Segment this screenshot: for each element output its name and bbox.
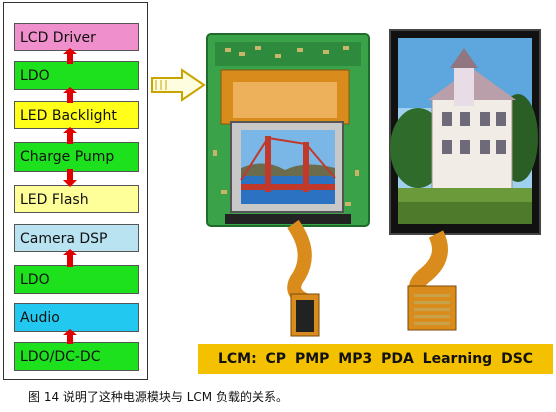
hollow-right-arrow xyxy=(151,68,206,102)
figure-caption: 图 14 说明了这种电源模块与 LCM 负载的关系。 xyxy=(28,390,288,404)
block-ldo-1: LDO xyxy=(14,61,139,90)
arrow-down-4 xyxy=(63,169,77,187)
block-led-flash: LED Flash xyxy=(14,185,139,213)
lcm-circuit-board-photo xyxy=(206,33,370,337)
power-module-diagram-panel: LCD Driver LDO LED Backlight Charge Pump… xyxy=(3,2,148,380)
arrow-up-1 xyxy=(63,48,77,64)
lcd-display-module-photo xyxy=(389,29,541,331)
block-led-backlight: LED Backlight xyxy=(14,101,139,129)
block-camera-dsp: Camera DSP xyxy=(14,224,139,252)
block-lcd-driver: LCD Driver xyxy=(14,23,139,51)
arrow-up-3 xyxy=(63,127,77,144)
block-charge-pump: Charge Pump xyxy=(14,142,139,172)
block-audio: Audio xyxy=(14,303,139,332)
arrow-up-6 xyxy=(63,329,77,344)
arrow-up-5 xyxy=(63,249,77,267)
lcm-applications-banner: LCM: CP PMP MP3 PDA Learning DSC xyxy=(198,344,553,374)
block-ldo-dc-dc: LDO/DC-DC xyxy=(14,342,139,371)
arrow-up-2 xyxy=(63,87,77,103)
block-ldo-2: LDO xyxy=(14,265,139,294)
